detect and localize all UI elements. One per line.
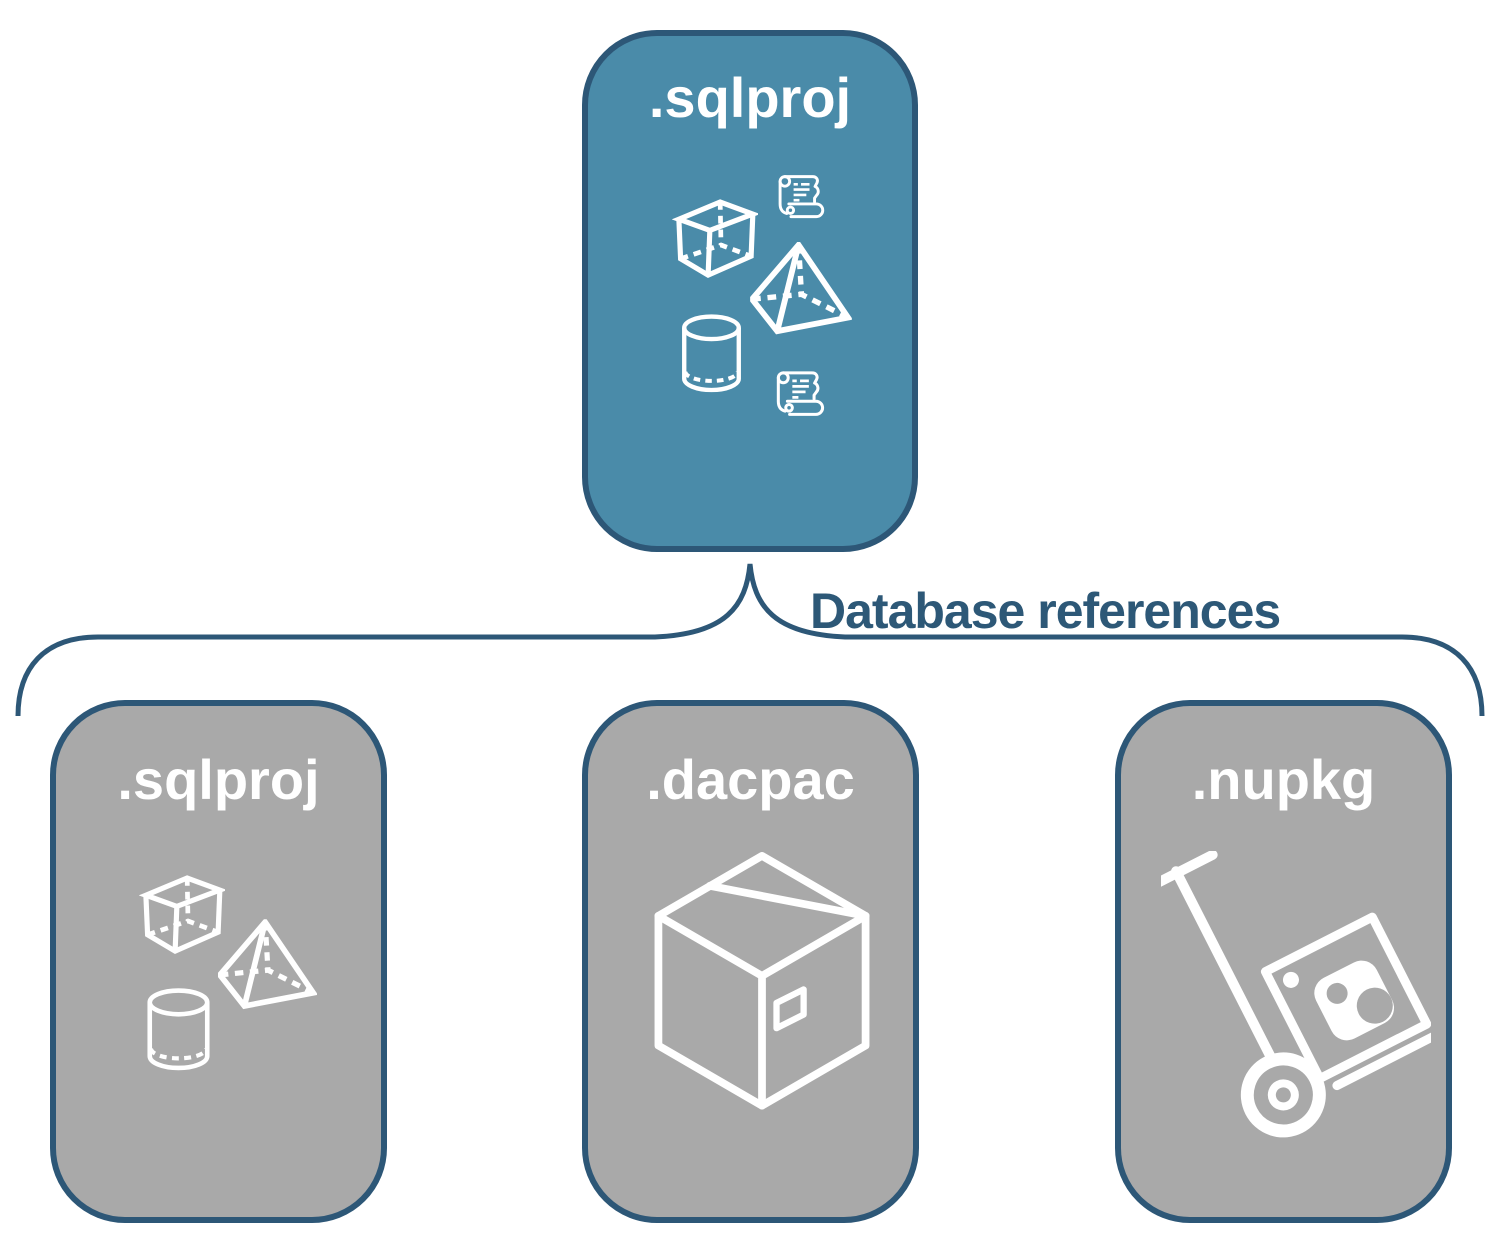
cube-icon <box>672 196 758 282</box>
sql-script-icon <box>774 170 827 223</box>
node-nupkg-child: .nupkg <box>1115 700 1452 1223</box>
node-title: .dacpac <box>646 748 855 811</box>
node-title: .sqlproj <box>648 66 852 129</box>
node-title: .sqlproj <box>117 748 320 811</box>
node-sqlproj-root: .sqlproj <box>582 30 918 552</box>
pyramid-icon <box>750 242 852 336</box>
nuget-package-icon <box>1161 851 1431 1161</box>
connector-label: Database references <box>810 583 1281 639</box>
pyramid-icon <box>218 917 317 1013</box>
cylinder-icon <box>677 314 746 394</box>
node-dacpac-child: .dacpac <box>582 700 919 1223</box>
cylinder-icon <box>144 987 213 1073</box>
package-box-icon <box>641 847 883 1128</box>
node-sqlproj-child: .sqlproj <box>50 700 387 1223</box>
sql-script-icon <box>772 366 827 421</box>
cube-icon <box>139 872 225 958</box>
node-title: .nupkg <box>1191 748 1376 811</box>
